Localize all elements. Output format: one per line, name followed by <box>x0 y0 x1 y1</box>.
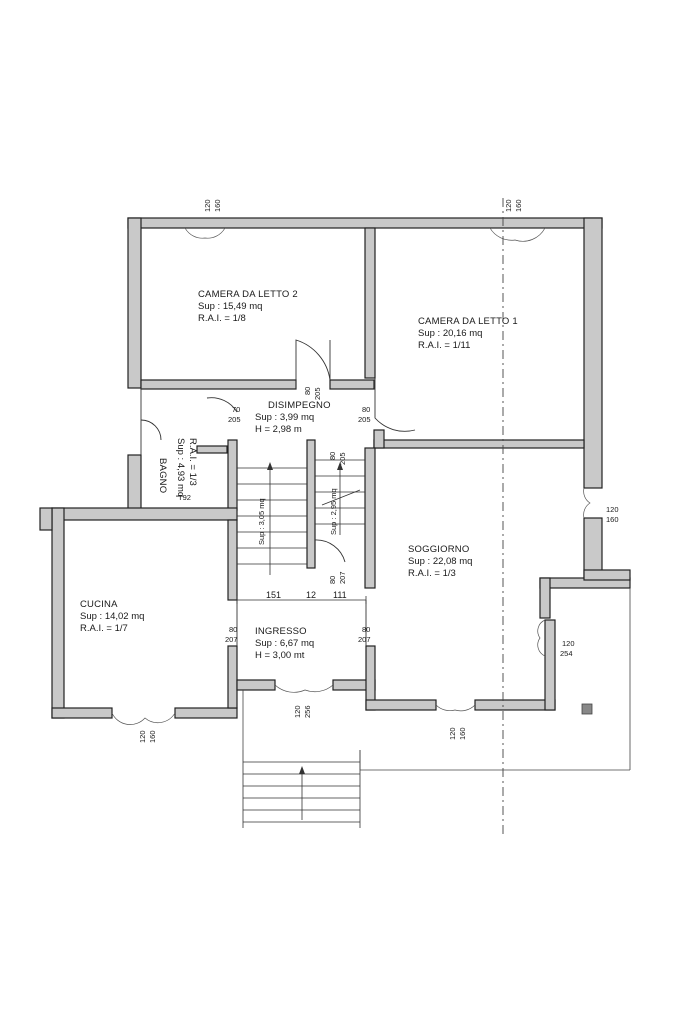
svg-text:207: 207 <box>358 635 371 644</box>
svg-text:120: 120 <box>293 705 302 718</box>
room-height: H = 3,00 mt <box>255 650 305 661</box>
room-cucina: CUCINA Sup : 14,02 mq R.A.I. = 1/7 <box>80 599 144 634</box>
room-bagno-info: Sup : 4,93 mq R.A.I. = 1/3 <box>175 438 198 497</box>
room-area: Sup : 6,67 mq <box>255 638 314 649</box>
svg-text:111: 111 <box>333 590 347 600</box>
room-ingresso: INGRESSO Sup : 6,67 mq H = 3,00 mt <box>255 626 314 661</box>
room-name: CAMERA DA LETTO 2 <box>198 289 298 300</box>
svg-text:120: 120 <box>138 730 147 743</box>
room-area: Sup : 22,08 mq <box>408 556 472 567</box>
svg-text:80: 80 <box>303 387 312 395</box>
room-name: SOGGIORNO <box>408 544 469 555</box>
stair-area: Sup : 2,95 mq <box>329 488 338 535</box>
svg-text:207: 207 <box>338 571 347 584</box>
svg-text:205: 205 <box>358 415 371 424</box>
room-soggiorno: SOGGIORNO Sup : 22,08 mq R.A.I. = 1/3 <box>408 544 472 579</box>
room-rai: R.A.I. = 1/7 <box>80 623 128 634</box>
room-camera1: CAMERA DA LETTO 1 Sup : 20,16 mq R.A.I. … <box>418 316 518 351</box>
windows <box>111 227 591 725</box>
svg-text:256: 256 <box>303 705 312 718</box>
walls <box>39 217 631 719</box>
svg-text:205: 205 <box>338 452 347 465</box>
svg-text:207: 207 <box>225 635 238 644</box>
stairs-right <box>315 459 365 535</box>
room-area: Sup : 15,49 mq <box>198 301 262 312</box>
svg-text:T92: T92 <box>178 493 191 502</box>
svg-text:151: 151 <box>266 590 281 600</box>
stair2-area: Sup : 2,95 mq <box>329 488 338 535</box>
svg-text:80: 80 <box>328 576 337 584</box>
room-area: Sup : 20,16 mq <box>418 328 482 339</box>
room-camera2: CAMERA DA LETTO 2 Sup : 15,49 mq R.A.I. … <box>198 289 298 324</box>
svg-text:254: 254 <box>560 649 573 658</box>
svg-text:160: 160 <box>458 727 467 740</box>
svg-text:120: 120 <box>606 505 619 514</box>
room-name: BAGNO <box>157 458 168 493</box>
room-area: Sup : 4,93 mq <box>175 438 186 497</box>
stair1-area: Sup : 3,05 mq <box>257 498 266 545</box>
terrace-outline <box>242 588 631 771</box>
svg-text:205: 205 <box>228 415 241 424</box>
svg-text:80: 80 <box>362 625 370 634</box>
svg-text:12: 12 <box>306 590 316 600</box>
svg-text:80: 80 <box>362 405 370 414</box>
room-area: Sup : 14,02 mq <box>80 611 144 622</box>
dim-labels: 120 160 120 160 80 205 70 205 80 205 80 … <box>138 199 619 743</box>
svg-text:70: 70 <box>232 405 240 414</box>
room-name: CAMERA DA LETTO 1 <box>418 316 518 327</box>
room-rai: R.A.I. = 1/3 <box>408 568 456 579</box>
room-rai: R.A.I. = 1/8 <box>198 313 246 324</box>
svg-text:205: 205 <box>313 387 322 400</box>
arrow-marks <box>267 462 343 774</box>
svg-text:80: 80 <box>229 625 237 634</box>
svg-text:160: 160 <box>148 730 157 743</box>
svg-text:120: 120 <box>562 639 575 648</box>
svg-text:160: 160 <box>213 199 222 212</box>
svg-text:120: 120 <box>448 727 457 740</box>
room-rai: R.A.I. = 1/3 <box>187 438 198 486</box>
svg-text:160: 160 <box>514 199 523 212</box>
room-rai: R.A.I. = 1/11 <box>418 340 470 351</box>
dimension-line <box>236 596 367 604</box>
room-height: H = 2,98 m <box>255 424 302 435</box>
stairs-left <box>237 465 307 575</box>
room-name: DISIMPEGNO <box>268 400 331 411</box>
room-name: CUCINA <box>80 599 118 610</box>
doors <box>140 339 416 646</box>
room-name: INGRESSO <box>255 626 307 637</box>
svg-text:120: 120 <box>504 199 513 212</box>
stair-area: Sup : 3,05 mq <box>257 498 266 545</box>
svg-text:120: 120 <box>203 199 212 212</box>
room-disimpegno: DISIMPEGNO Sup : 3,99 mq H = 2,98 m <box>255 400 331 435</box>
svg-text:80: 80 <box>328 452 337 460</box>
room-bagno: BAGNO <box>157 458 168 493</box>
stairs-outside <box>242 750 361 828</box>
room-area: Sup : 3,99 mq <box>255 412 314 423</box>
svg-text:160: 160 <box>606 515 619 524</box>
